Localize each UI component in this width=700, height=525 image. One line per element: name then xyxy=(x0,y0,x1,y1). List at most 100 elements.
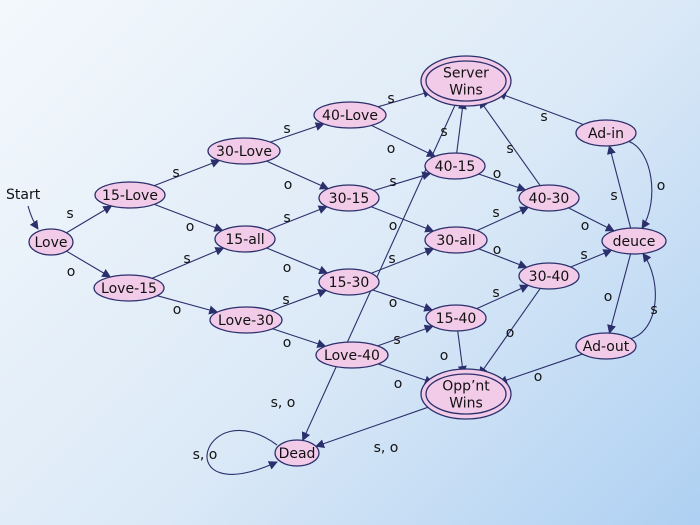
node-15-love: 15-Love xyxy=(94,181,166,209)
node-ellipse xyxy=(28,228,74,256)
edge-label-ad-in-to-deuce: o xyxy=(657,178,666,194)
edge-label-15-love-to-15-all: o xyxy=(186,219,195,235)
edge-label-15-30-to-30-all: s xyxy=(388,251,395,267)
node-dead: Dead xyxy=(274,439,320,467)
node-ellipse xyxy=(575,332,637,360)
node-ellipse xyxy=(518,184,580,212)
node-label: Love-15 xyxy=(101,281,157,297)
edge-30-love-to-40-love xyxy=(270,122,325,143)
edge-label-30-love-to-30-15: o xyxy=(284,177,293,193)
node-40-15: 40-15 xyxy=(424,152,486,180)
edge-30-love-to-30-15 xyxy=(266,160,329,190)
node-30-all: 30-all xyxy=(424,226,488,254)
node-love-30: Love-30 xyxy=(209,306,283,334)
node-love-40: Love-40 xyxy=(315,341,389,369)
edge-deuce-to-ad-in xyxy=(607,145,632,229)
node-label: Wins xyxy=(449,396,483,412)
node-ellipse xyxy=(424,226,488,254)
node-ellipse xyxy=(425,60,507,102)
edge-label-40-love-to-server-wins: s xyxy=(387,91,394,107)
node-ad-in: Ad-in xyxy=(575,119,637,147)
node-label: Love-30 xyxy=(218,313,274,329)
edge-love-to-15-love xyxy=(66,205,113,234)
node-ellipse xyxy=(214,225,276,253)
edge-ad-out-to-deuce xyxy=(630,252,656,340)
edge-40-love-to-server-wins xyxy=(377,89,433,108)
edge-label-30-15-to-30-all: o xyxy=(389,218,398,234)
edge-15-all-to-30-15 xyxy=(266,205,328,231)
edge-30-15-to-30-all xyxy=(371,206,435,233)
node-40-30: 40-30 xyxy=(518,184,580,212)
edge-label-love-15-to-love-30: o xyxy=(173,302,182,318)
edge-label-love-to-love-15: o xyxy=(67,264,76,280)
edge-label-15-40-to-opponent-wins: o xyxy=(440,348,449,364)
edge-label-30-15-to-40-15: s xyxy=(389,174,396,190)
edge-deuce-to-ad-out xyxy=(607,253,632,334)
edge-label-opponent-wins-to-dead: s, o xyxy=(374,440,399,456)
edge-40-30-to-deuce xyxy=(568,207,615,232)
edge-15-30-to-30-all xyxy=(371,247,435,274)
node-label: 40-15 xyxy=(435,159,476,175)
node-label: 30-15 xyxy=(329,191,370,207)
edge-love-30-to-love-40 xyxy=(272,328,327,348)
edge-label-ad-out-to-opponent-wins: o xyxy=(534,369,543,385)
edge-love-15-to-love-30 xyxy=(157,295,219,315)
node-15-40: 15-40 xyxy=(425,304,487,332)
node-label: 15-all xyxy=(225,232,264,248)
edge-opponent-wins-to-dead xyxy=(315,404,434,448)
edge-dead-to-dead xyxy=(206,429,278,475)
edge-label-love-30-to-love-40: o xyxy=(283,335,292,351)
edge-30-15-to-40-15 xyxy=(373,171,432,192)
edge-love-30-to-15-30 xyxy=(270,289,328,312)
node-ellipse xyxy=(93,274,165,302)
edge-40-love-to-40-15 xyxy=(371,124,436,157)
edge-label-deuce-to-ad-out: o xyxy=(604,289,613,305)
node-label: 40-Love xyxy=(322,108,378,124)
node-30-15: 30-15 xyxy=(318,184,380,212)
edge-label-30-love-to-40-love: s xyxy=(283,121,290,137)
edge-15-all-to-15-30 xyxy=(266,247,329,275)
node-label: Server xyxy=(443,66,489,82)
edge-30-all-to-30-40 xyxy=(478,248,528,269)
edge-ad-in-to-server-wins xyxy=(497,91,584,126)
edge-label-30-all-to-40-30: s xyxy=(492,205,499,221)
edge-love-40-to-15-40 xyxy=(377,324,434,347)
node-label: 30-40 xyxy=(529,269,570,285)
node-ad-out: Ad-out xyxy=(575,332,637,360)
node-ellipse xyxy=(94,181,166,209)
node-ellipse xyxy=(518,262,580,290)
edge-15-love-to-30-love xyxy=(154,159,221,187)
node-label: 15-30 xyxy=(329,275,370,291)
edge-label-40-30-to-server-wins: s xyxy=(506,141,513,157)
node-love: Love xyxy=(28,228,74,256)
node-label: Ad-in xyxy=(588,126,624,142)
node-40-love: 40-Love xyxy=(313,101,387,129)
edge-label-ad-out-to-deuce: s xyxy=(650,302,657,318)
node-ellipse xyxy=(575,119,637,147)
node-ellipse xyxy=(274,439,320,467)
node-30-40: 30-40 xyxy=(518,262,580,290)
edge-label-30-40-to-deuce: s xyxy=(580,247,587,263)
node-love-15: Love-15 xyxy=(93,274,165,302)
edge-30-40-to-deuce xyxy=(570,249,613,268)
edge-label-love-15-to-15-all: s xyxy=(183,251,190,267)
edge-love-15-to-15-all xyxy=(151,247,225,279)
node-30-love: 30-Love xyxy=(207,137,281,165)
node-label: Ad-out xyxy=(583,339,630,355)
edge-ad-in-to-deuce xyxy=(628,140,653,230)
node-ellipse xyxy=(425,304,487,332)
node-deuce: deuce xyxy=(601,227,667,255)
node-label: 40-30 xyxy=(529,191,570,207)
edge-label-love-to-15-love: s xyxy=(66,206,73,222)
node-label: Dead xyxy=(279,446,316,462)
node-ellipse xyxy=(315,341,389,369)
edge-15-40-to-30-40 xyxy=(476,284,530,310)
edge-label-40-15-to-40-30: o xyxy=(493,166,502,182)
node-ellipse xyxy=(207,137,281,165)
start-arrow xyxy=(27,205,39,230)
node-label: Wins xyxy=(449,83,483,99)
start-marker: Start xyxy=(6,187,41,230)
edge-label-15-30-to-15-40: o xyxy=(389,295,398,311)
